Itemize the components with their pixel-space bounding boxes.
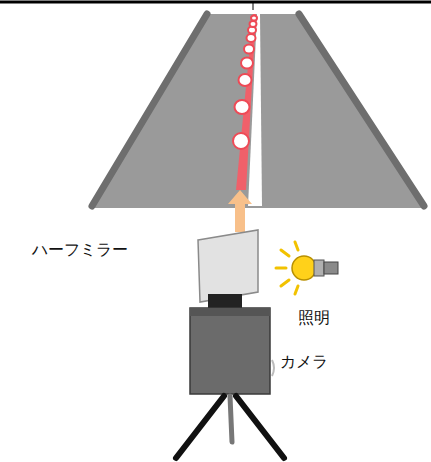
marker-circles [233,16,257,150]
table-border [0,1,431,4]
road-edge [299,14,424,206]
road [92,14,425,208]
light-arrow [228,190,252,232]
half-mirror [198,230,258,302]
part-label: カメラ [280,352,328,371]
road-edge [92,14,207,206]
tripod [176,396,284,458]
camera [190,294,274,394]
light-bulb [276,242,338,294]
table-border [253,2,254,10]
part-label: 照明 [298,308,330,327]
part-label: ハーフミラー [32,240,128,259]
